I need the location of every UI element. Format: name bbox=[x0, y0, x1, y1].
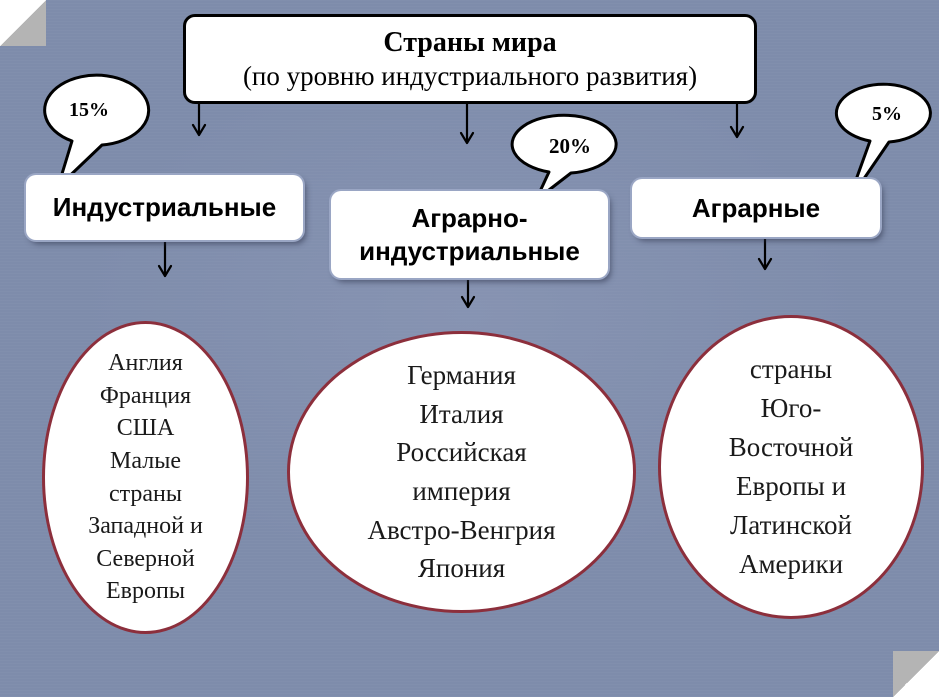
country-line: Япония bbox=[417, 553, 506, 584]
country-line: Латинской bbox=[730, 509, 852, 540]
country-line: Австро-Венгрия bbox=[367, 514, 556, 545]
title-subtitle: (по уровню индустриального развития) bbox=[242, 60, 698, 91]
country-line: Англия bbox=[108, 350, 183, 376]
country-line: США bbox=[116, 415, 175, 442]
country-line: Европы bbox=[106, 578, 185, 605]
callout-bubble-agrarian bbox=[834, 82, 932, 204]
countries-industrial: Англия Франция США Малые страны Западной… bbox=[42, 321, 249, 634]
share-agro-industrial: 20% bbox=[549, 133, 591, 158]
share-agrarian: 5% bbox=[872, 102, 902, 125]
country-line: Восточной bbox=[728, 432, 854, 463]
share-industrial: 15% bbox=[69, 98, 109, 121]
country-line: Северной bbox=[96, 545, 195, 572]
page-curl-bottom-right bbox=[893, 651, 939, 697]
category-agro-industrial: Аграрно-индустриальные bbox=[331, 191, 608, 278]
country-line: страны bbox=[749, 354, 833, 385]
callout-bubble-agro-industrial bbox=[510, 113, 618, 202]
country-line: Италия bbox=[419, 398, 504, 429]
arrow-title-to-agrarian bbox=[729, 102, 745, 139]
arrow-title-to-agro-industrial bbox=[459, 102, 475, 145]
title-main: Страны мира bbox=[383, 27, 557, 58]
country-line: Российская bbox=[396, 437, 527, 468]
callout-bubble-industrial bbox=[43, 73, 151, 189]
country-line: Западной и bbox=[88, 513, 203, 540]
country-line: Юго- bbox=[760, 393, 822, 424]
countries-agro-industrial: Германия Италия Российская империя Австр… bbox=[287, 331, 636, 613]
arrow-title-to-industrial bbox=[191, 102, 207, 137]
country-line: страны bbox=[108, 480, 183, 507]
countries-agrarian: страны Юго- Восточной Европы и Латинской… bbox=[658, 315, 924, 619]
country-line: империя bbox=[412, 476, 511, 506]
country-line: Германия bbox=[407, 360, 516, 391]
category-agrarian: Аграрные bbox=[632, 179, 880, 237]
title-box: Страны мира (по уровню индустриального р… bbox=[183, 14, 757, 104]
country-line: Америки bbox=[738, 548, 844, 579]
country-line: Малые bbox=[110, 447, 181, 474]
country-line: Европы и bbox=[735, 471, 847, 501]
category-industrial: Индустриальные bbox=[26, 175, 303, 240]
page-curl-top-left bbox=[0, 0, 46, 46]
country-line: Франция bbox=[99, 382, 192, 409]
